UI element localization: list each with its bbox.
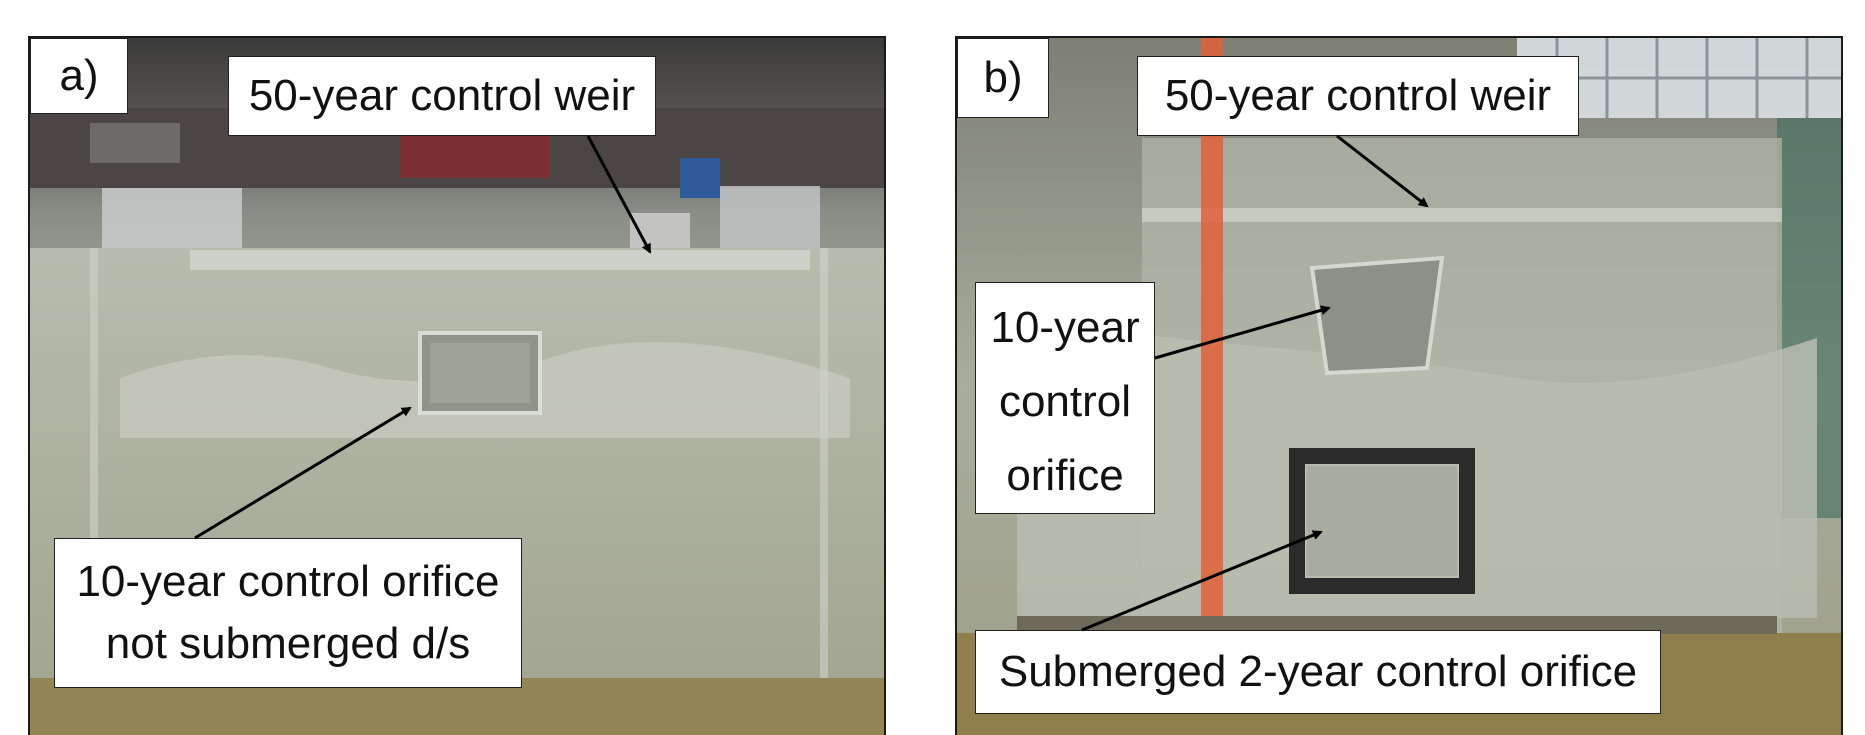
photo-panel-b: b) 50-year control weir 10-year control … <box>955 36 1843 735</box>
orifice-10-year-line3: orifice <box>1006 451 1124 500</box>
orifice-label-line1: 10-year control orifice <box>76 557 500 606</box>
orifice-label-line2: not submerged d/s <box>105 619 471 668</box>
orifice-10-year-line2: control <box>998 377 1132 426</box>
panel-letter: a) <box>30 38 128 114</box>
orifice-2-year-label: Submerged 2-year control orifice <box>975 630 1661 714</box>
panel-letter: b) <box>957 38 1049 118</box>
weir-label: 50-year control weir <box>228 56 656 136</box>
flume-photo-a <box>30 38 884 735</box>
orifice-10-year-line1: 10-year <box>990 303 1140 352</box>
orifice-10-year-label: 10-year control orifice <box>975 282 1155 514</box>
photo-panel-a: a) 50-year control weir 10-year control … <box>28 36 886 735</box>
orifice-label: 10-year control orifice not submerged d/… <box>54 538 522 688</box>
weir-label: 50-year control weir <box>1137 56 1579 136</box>
